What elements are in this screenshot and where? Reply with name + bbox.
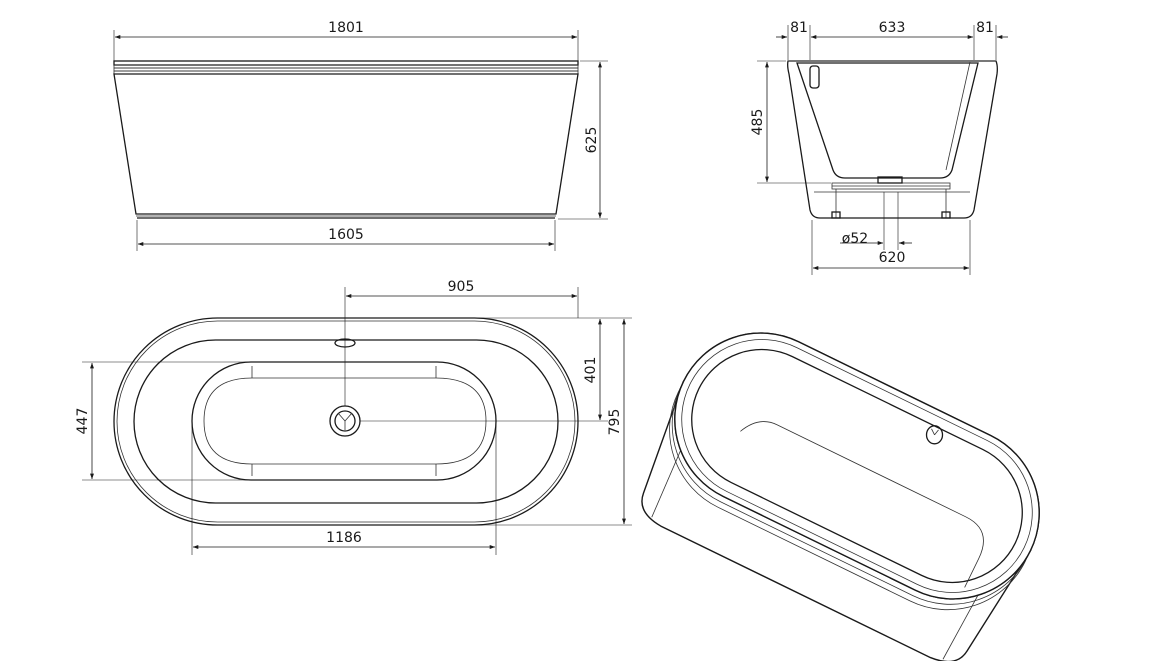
- dim-front-height: 625: [584, 127, 600, 154]
- dim-plan-inner-length: 1186: [326, 530, 362, 546]
- dim-side-base-width: 620: [879, 250, 906, 266]
- dim-side-inner-width: 633: [879, 20, 906, 36]
- dim-side-left-rim: 81: [790, 20, 808, 36]
- dim-side-inner-depth: 485: [750, 109, 766, 136]
- plan-view: 905 401 795 447 1186: [75, 279, 632, 555]
- dim-front-top-length: 1801: [328, 20, 364, 36]
- side-section-view: 81 633 81 485 ø52 620: [750, 20, 1008, 275]
- front-elevation-view: 1801 1605 625: [113, 20, 608, 251]
- dim-waste-diameter: ø52: [842, 231, 868, 247]
- dim-plan-inner-width: 447: [75, 408, 91, 435]
- dim-front-bottom-length: 1605: [328, 227, 364, 243]
- dim-plan-half-width: 401: [583, 357, 599, 384]
- isometric-view: [641, 332, 1040, 661]
- dim-plan-total-width: 795: [607, 409, 623, 436]
- dim-plan-waste-offset: 905: [448, 279, 475, 295]
- dim-side-right-rim: 81: [976, 20, 994, 36]
